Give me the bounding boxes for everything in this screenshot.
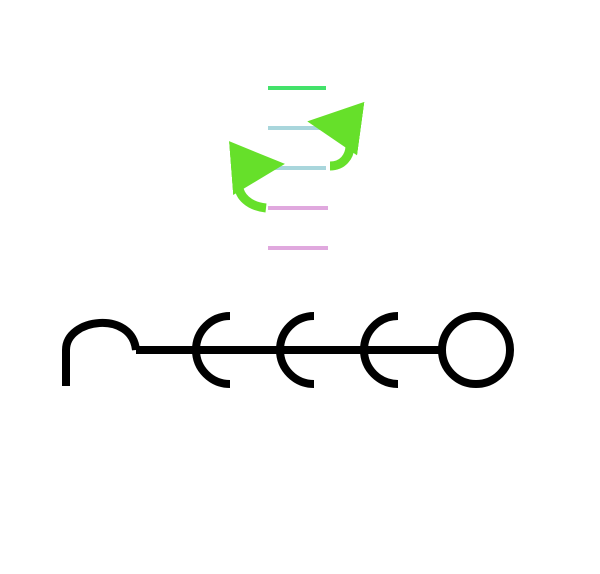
curved-arrow-icon	[228, 141, 285, 213]
chain-half-circle-3	[360, 312, 399, 388]
energy-level-ladder	[268, 86, 328, 250]
chain-start-hook	[62, 319, 140, 386]
transition-arrows	[228, 101, 365, 213]
molecular-chain	[62, 312, 514, 388]
chain-half-circle-2	[276, 312, 315, 388]
chain-end-circle	[438, 312, 514, 388]
chain-half-circle-1	[192, 312, 231, 388]
curved-arrow-icon	[307, 101, 365, 171]
